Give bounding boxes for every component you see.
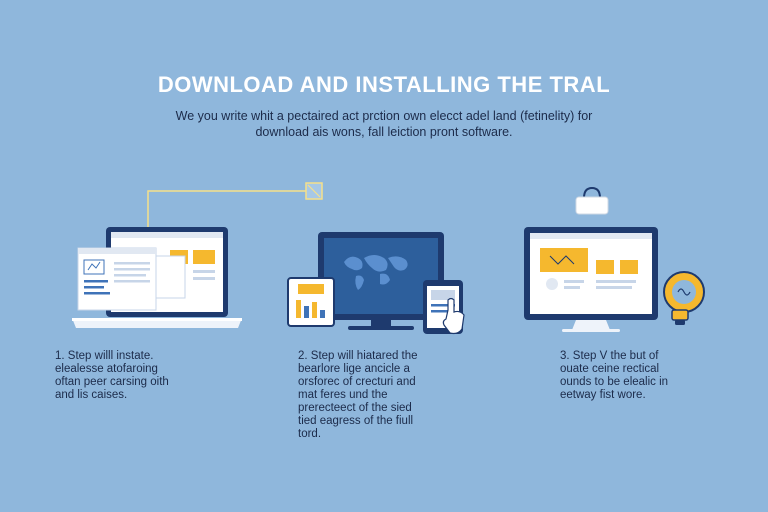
pointer-hand-icon: [442, 297, 465, 335]
page-title: DOWNLOAD AND INSTALLING THE TRAL: [157, 72, 611, 97]
step-1-line-1: 1. Step willl instate.: [55, 350, 154, 362]
step-3-line-4: eetway fist wore.: [560, 389, 646, 401]
step-2-text: 2. Step will hiatared the bearlore lige …: [298, 350, 468, 441]
step-3-line-3: ounds to be elealic in: [560, 376, 669, 388]
step-2-line-7: tord.: [298, 428, 322, 440]
subtitle-line-1: We you write whit a pectaired act prctio…: [175, 109, 593, 123]
step-2-line-1: 2. Step will hiatared the: [298, 350, 418, 362]
step-2-line-5: prerecteect of the sied: [298, 402, 412, 414]
monitor-world-map-icon: [318, 232, 444, 330]
step-3-line-2: ouate ceine rectical: [560, 363, 660, 375]
step-3-line-1: 3. Step V the but of: [560, 350, 659, 362]
lock-icon: [575, 186, 609, 215]
subtitle-line-2: download ais wons, fall leiction pront s…: [255, 125, 513, 139]
step-2-line-6: tied eagress of the fiull: [298, 415, 414, 427]
step-1-line-3: oftan peer carsing oith: [55, 376, 169, 388]
step-2-line-2: bearlore lige ancicle a: [298, 363, 410, 375]
document-window-icon: [77, 247, 186, 311]
desktop-monitor-icon: [524, 227, 658, 332]
step-2-line-4: mat feres und the: [298, 389, 388, 401]
step-1-line-2: elealesse atofaroing: [55, 363, 158, 375]
lightbulb-icon: [663, 271, 705, 325]
step-1-text: 1. Step willl instate. elealesse atofaro…: [55, 350, 225, 402]
page-subtitle: We you write whit a pectaired act prctio…: [130, 108, 638, 140]
step-3-text: 3. Step V the but of ouate ceine rectica…: [560, 350, 730, 402]
step-1-line-4: and lis caises.: [55, 389, 128, 401]
tablet-chart-icon: [287, 277, 335, 327]
step-2-line-3: orsforec of crecturi and: [298, 376, 416, 388]
connector-line: [147, 182, 323, 228]
